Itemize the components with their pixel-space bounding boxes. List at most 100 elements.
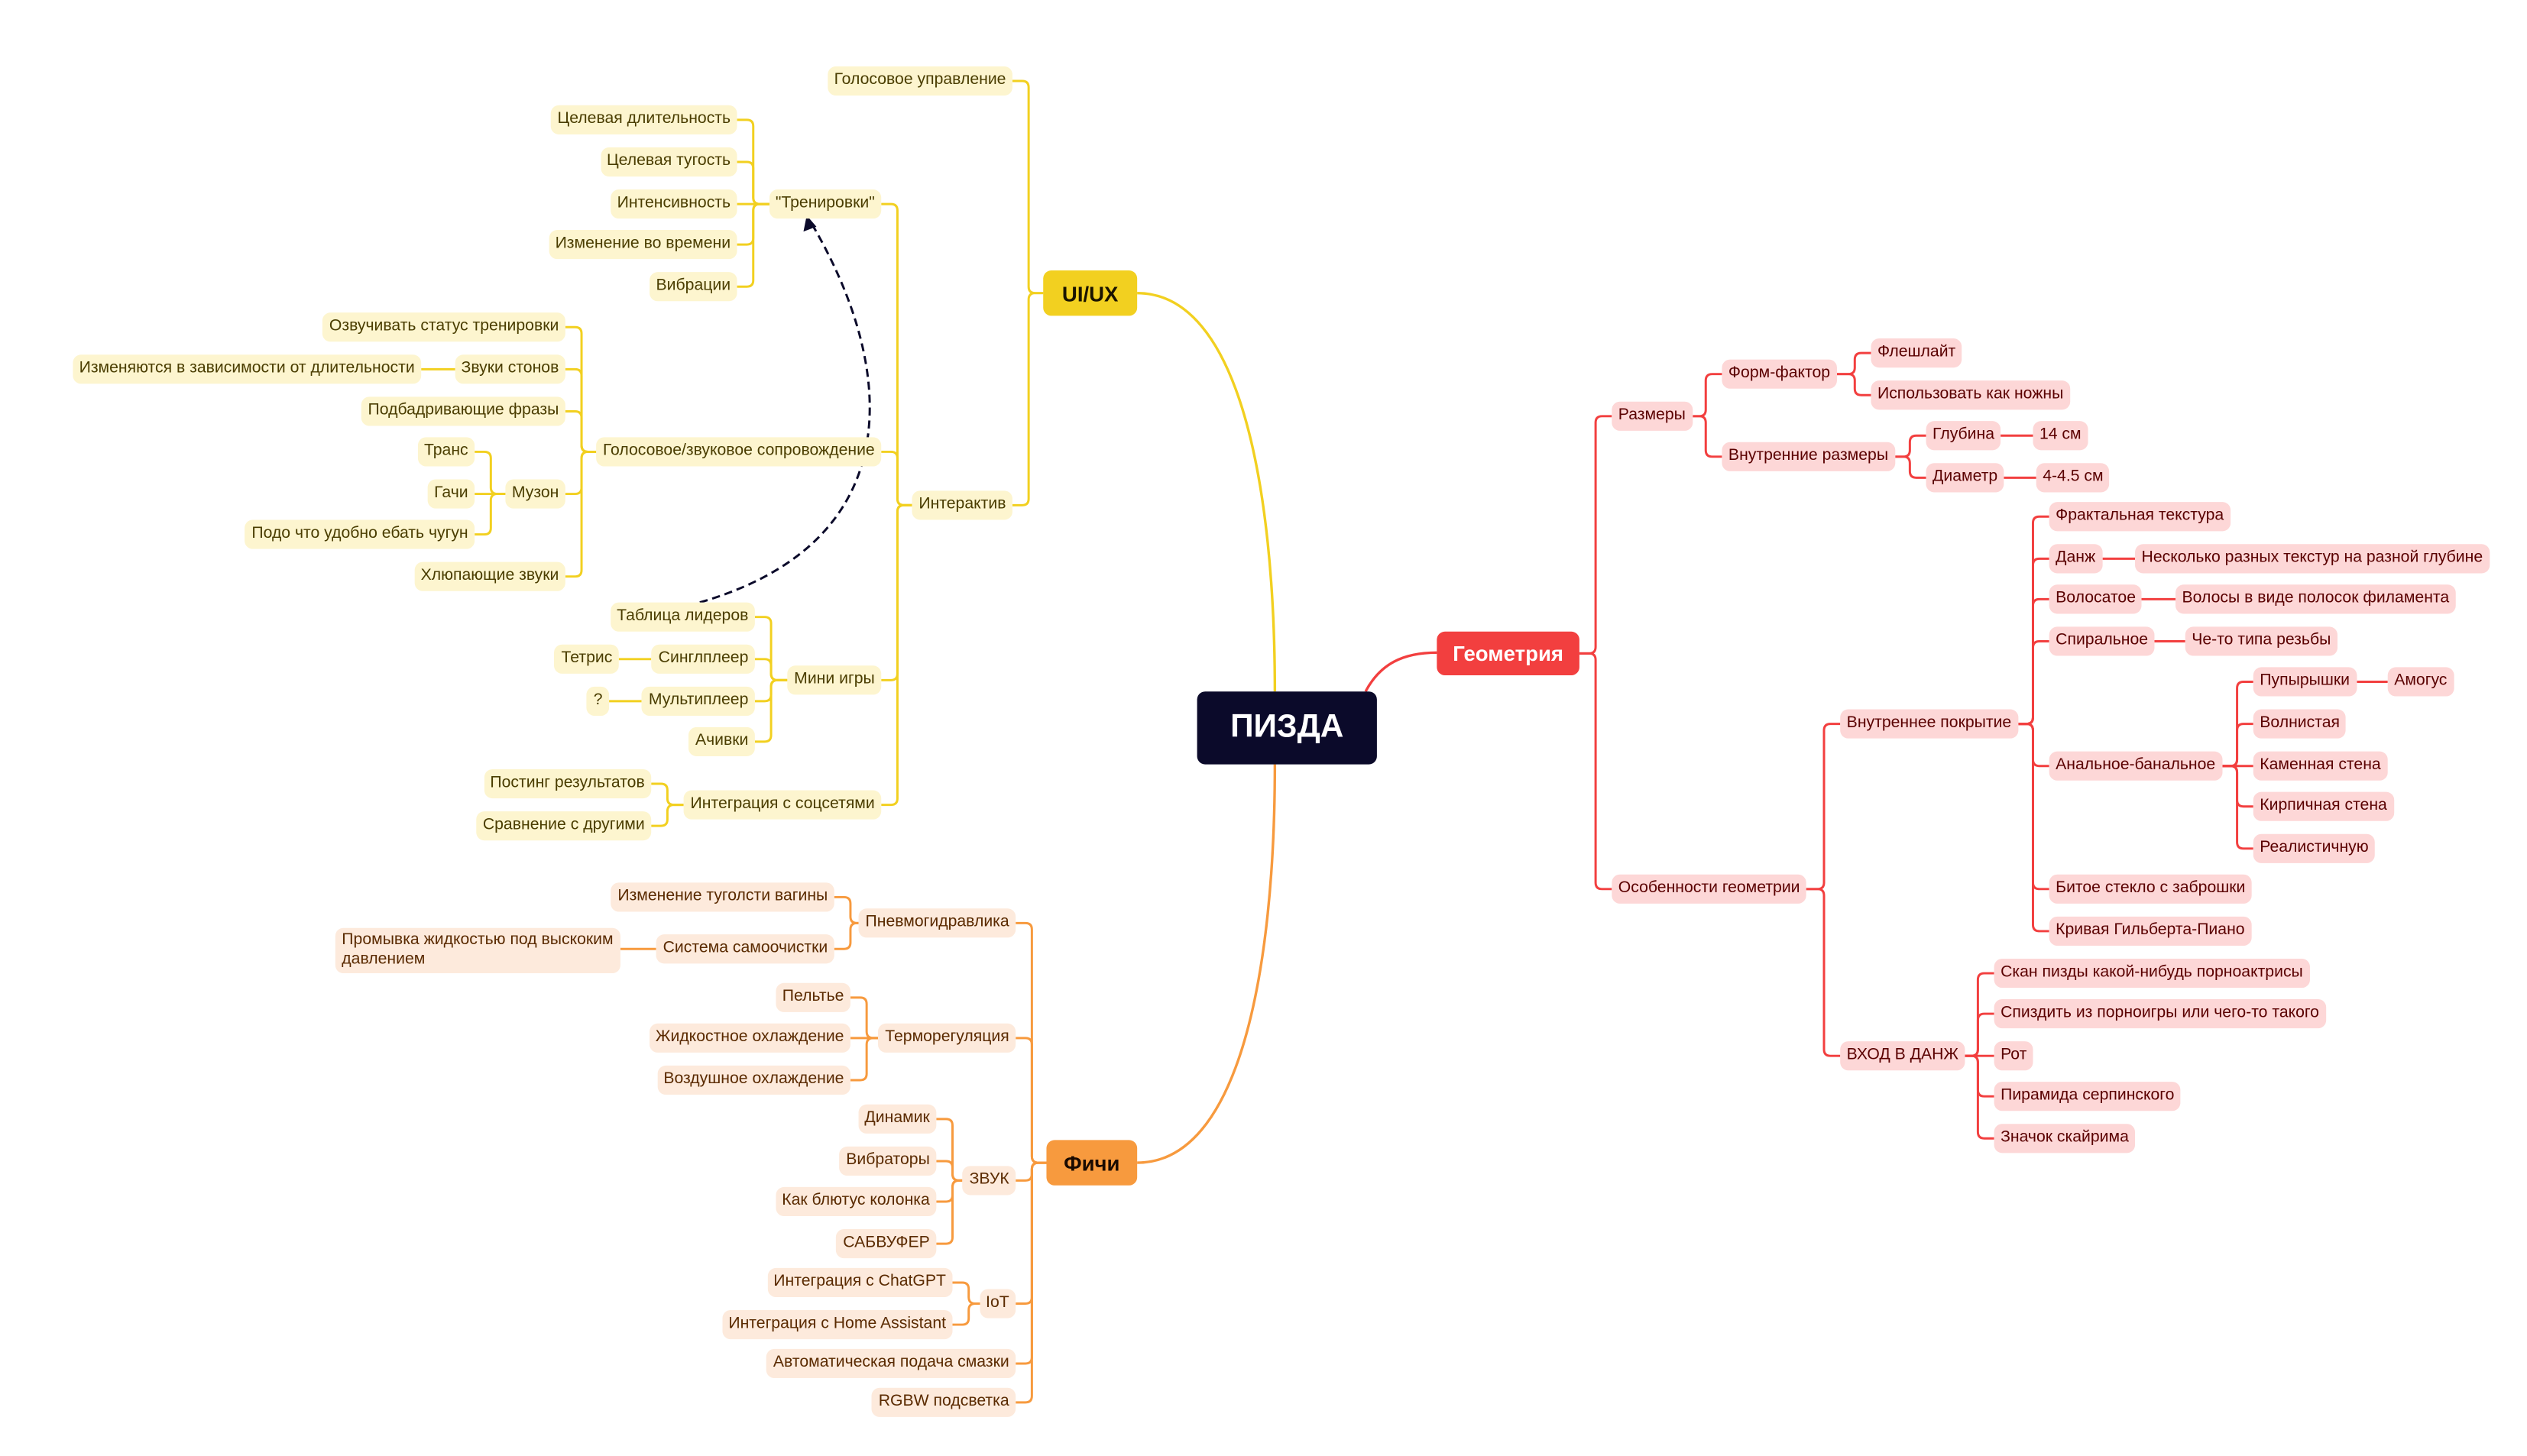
mindmap-node[interactable]: Амогус bbox=[2387, 667, 2454, 697]
mindmap-node[interactable]: Кирпичная стена bbox=[2253, 791, 2394, 821]
mindmap-node[interactable]: Форм-фактор bbox=[1722, 359, 1837, 389]
mindmap-node[interactable]: Гачи bbox=[427, 479, 475, 509]
connector-line bbox=[475, 493, 506, 536]
mindmap-node[interactable]: Несколько разных текстур на разной глуби… bbox=[2135, 544, 2490, 574]
mindmap-node[interactable]: Как блютус колонка bbox=[775, 1186, 937, 1217]
mindmap-node[interactable]: Голосовое управление bbox=[828, 66, 1012, 96]
mindmap-node[interactable]: Транс bbox=[417, 437, 475, 467]
mindmap-node[interactable]: Подбадривающие фразы bbox=[361, 396, 565, 426]
mindmap-node[interactable]: Особенности геометрии bbox=[1612, 874, 1807, 904]
mindmap-node[interactable]: Битое стекло с заброшки bbox=[2049, 874, 2252, 904]
mindmap-node[interactable]: ЗВУК bbox=[963, 1166, 1016, 1196]
connector-line bbox=[565, 450, 597, 578]
mindmap-node[interactable]: Скан пизды какой-нибудь порноактрисы bbox=[1994, 958, 2310, 988]
main-topic-uiux[interactable]: UI/UX bbox=[1043, 270, 1138, 316]
mindmap-node[interactable]: Че-то типа резьбы bbox=[2185, 626, 2337, 656]
mindmap-node[interactable]: ВХОД В ДАНЖ bbox=[1840, 1041, 1965, 1071]
mindmap-node[interactable]: САБВУФЕР bbox=[836, 1229, 937, 1259]
mindmap-node[interactable]: Изменение туголсти вагины bbox=[611, 882, 834, 912]
mindmap-node[interactable]: Интеграция с соцсетями bbox=[684, 790, 882, 820]
mindmap-node[interactable]: Постинг результатов bbox=[483, 768, 652, 799]
mindmap-node[interactable]: Динамик bbox=[857, 1104, 937, 1134]
mindmap-node[interactable]: Голосовое/звуковое сопровождение bbox=[596, 437, 882, 467]
mindmap-node[interactable]: Интенсивность bbox=[611, 189, 737, 219]
mindmap-node[interactable]: IoT bbox=[979, 1289, 1016, 1318]
mindmap-node[interactable]: "Тренировки" bbox=[769, 189, 882, 219]
connector-line bbox=[754, 658, 788, 681]
mindmap-node[interactable]: Изменяются в зависимости от длительности bbox=[73, 354, 422, 384]
mindmap-node[interactable]: Вибрации bbox=[650, 272, 737, 302]
connector-line bbox=[850, 996, 878, 1040]
mindmap-node[interactable]: Волосы в виде полосок филамента bbox=[2175, 584, 2456, 614]
mindmap-node[interactable]: Интеграция с Home Assistant bbox=[721, 1309, 953, 1340]
mindmap-node[interactable]: 4-4.5 см bbox=[2036, 463, 2111, 493]
mindmap-node[interactable]: Промывка жидкостью под выскоким давление… bbox=[335, 927, 620, 974]
mindmap-node[interactable]: Внутренние размеры bbox=[1722, 442, 1895, 471]
mindmap-node[interactable]: Реалистичную bbox=[2253, 833, 2376, 863]
mindmap-node[interactable]: Волнистая bbox=[2253, 709, 2347, 739]
mindmap-node[interactable]: Жидкостное охлаждение bbox=[649, 1023, 850, 1053]
main-topic-geometry[interactable]: Геометрия bbox=[1437, 631, 1579, 675]
mindmap-node[interactable]: Музон bbox=[505, 479, 565, 509]
mindmap-node[interactable]: Пирамида серпинского bbox=[1994, 1082, 2181, 1111]
main-topic-features[interactable]: Фичи bbox=[1046, 1140, 1138, 1186]
mindmap-node[interactable]: Размеры bbox=[1612, 401, 1693, 431]
mindmap-node[interactable]: Пупырышки bbox=[2253, 667, 2357, 697]
mindmap-node[interactable]: Анальное-банальное bbox=[2049, 751, 2222, 781]
mindmap-node[interactable]: Интерактив bbox=[912, 490, 1012, 520]
mindmap-node[interactable]: Таблица лидеров bbox=[610, 602, 755, 632]
mindmap-node[interactable]: Изменение во времени bbox=[549, 230, 737, 260]
mindmap-node[interactable]: Пневмогидравлика bbox=[859, 908, 1016, 938]
mindmap-node[interactable]: Диаметр bbox=[1926, 463, 2004, 493]
mindmap-node[interactable]: Спиздить из порноигры или чего-то такого bbox=[1994, 998, 2326, 1029]
connector-line bbox=[2222, 723, 2253, 768]
mindmap-node[interactable]: Использовать как ножны bbox=[1871, 380, 2070, 410]
mindmap-node[interactable]: Фрактальная текстура bbox=[2049, 502, 2231, 532]
mindmap-node[interactable]: ? bbox=[587, 686, 610, 716]
mindmap-node[interactable]: Кривая Гильберта-Пиано bbox=[2049, 916, 2252, 946]
connector-line bbox=[2222, 765, 2253, 850]
mindmap-node[interactable]: Мультиплеер bbox=[642, 686, 755, 716]
mindmap-node[interactable]: Глубина bbox=[1926, 421, 2001, 451]
mindmap-node[interactable]: Интеграция с ChatGPT bbox=[766, 1267, 953, 1298]
connector-line bbox=[475, 450, 506, 496]
mindmap-node[interactable]: Спиральное bbox=[2049, 626, 2155, 656]
connector-line bbox=[1965, 1054, 1994, 1098]
mindmap-node[interactable]: Система самоочистки bbox=[656, 934, 834, 964]
mindmap-node[interactable]: Значок скайрима bbox=[1994, 1124, 2136, 1153]
connector-line bbox=[737, 202, 769, 288]
central-topic[interactable]: ПИЗДА bbox=[1197, 691, 1377, 765]
connector-root-geometry bbox=[1364, 651, 1437, 692]
mindmap-node[interactable]: Целевая длительность bbox=[551, 105, 737, 134]
mindmap-node[interactable]: Ачивки bbox=[688, 726, 755, 756]
mindmap-node[interactable]: Вибраторы bbox=[839, 1146, 937, 1176]
connector-line bbox=[1806, 723, 1841, 891]
connector-line bbox=[952, 1302, 980, 1326]
mindmap-node[interactable]: Пельтье bbox=[776, 982, 850, 1012]
mindmap-node[interactable]: Рот bbox=[1994, 1041, 2033, 1071]
mindmap-node[interactable]: Звуки стонов bbox=[455, 354, 565, 384]
mindmap-node[interactable]: Хлюпающие звуки bbox=[414, 561, 565, 591]
mindmap-node[interactable]: Озвучивать статус тренировки bbox=[322, 312, 565, 342]
mindmap-node[interactable]: Мини игры bbox=[787, 665, 882, 695]
mindmap-node[interactable]: Синглплеер bbox=[652, 644, 755, 674]
mindmap-node[interactable]: Сравнение с другими bbox=[476, 811, 652, 841]
mindmap-node[interactable]: Подо что удобно ебать чугун bbox=[245, 519, 475, 549]
mindmap-node[interactable]: Каменная стена bbox=[2253, 751, 2388, 781]
mindmap-node[interactable]: Терморегуляция bbox=[878, 1023, 1016, 1053]
mindmap-node[interactable]: Воздушное охлаждение bbox=[656, 1065, 850, 1095]
connector-line bbox=[1806, 888, 1841, 1057]
mindmap-node[interactable]: Тетрис bbox=[555, 644, 619, 674]
connector-line bbox=[1895, 434, 1926, 458]
mindmap-node[interactable]: Автоматическая подача смазки bbox=[766, 1348, 1016, 1379]
mindmap-node[interactable]: RGBW подсветка bbox=[872, 1387, 1016, 1417]
mindmap-node[interactable]: Целевая тугость bbox=[600, 147, 737, 177]
mindmap-node[interactable]: Данж bbox=[2049, 544, 2102, 574]
mindmap-node[interactable]: Волосатое bbox=[2049, 584, 2143, 614]
mindmap-node[interactable]: Флешлайт bbox=[1871, 338, 1962, 368]
connector-line bbox=[737, 160, 769, 205]
mindmap-node[interactable]: 14 см bbox=[2033, 421, 2088, 451]
mindmap-node[interactable]: Внутреннее покрытие bbox=[1840, 709, 2018, 739]
